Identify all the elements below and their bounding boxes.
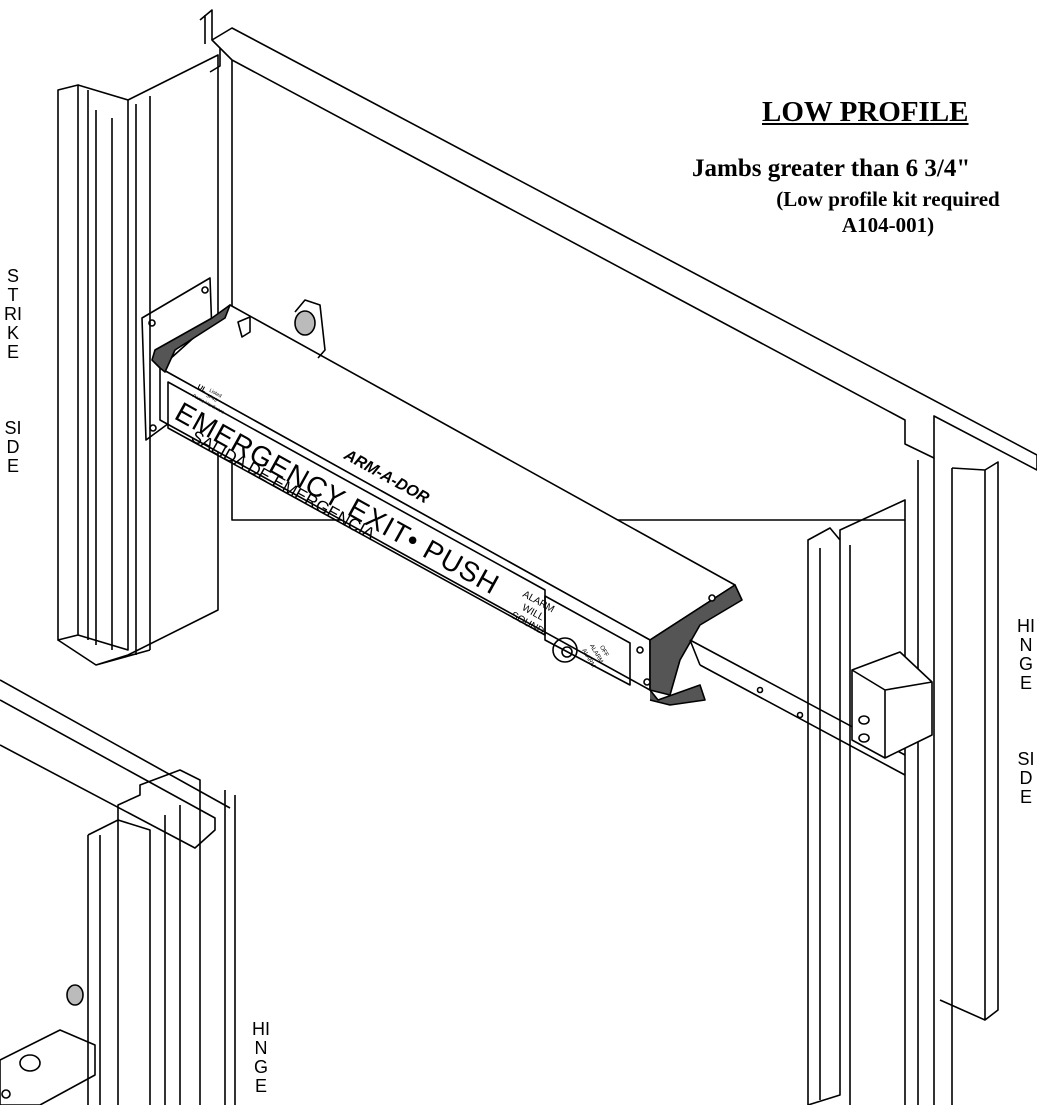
device-ul-mark: UL [196, 384, 208, 395]
strike-jamb-face [77, 84, 129, 651]
device-end-cap-bracket [649, 684, 706, 706]
inset-header [0, 699, 216, 849]
note-line-2: A104-001) [841, 213, 935, 237]
diagram-title: LOW PROFILE [762, 96, 969, 128]
top-stop [199, 9, 213, 44]
hinge-jamb-return [939, 461, 999, 1021]
back-wall-outline [231, 60, 905, 521]
inset-bracket [0, 1029, 96, 1105]
hinge-bracket [851, 651, 933, 759]
strike-jamb-stop [87, 90, 113, 650]
hinge-jamb-stop [917, 458, 953, 1105]
device-key-panel [544, 595, 631, 686]
key-label-3: OFF [598, 645, 609, 659]
hinge-jamb-face [839, 499, 906, 1105]
inset-jamb [87, 819, 119, 1105]
strike-jamb [57, 84, 79, 641]
strike-jamb-side-inner [135, 96, 151, 655]
device-listing-1: Listed [208, 388, 223, 400]
device-listing-2: 3F43 [205, 393, 218, 404]
strike-side-label-2: SIDE [4, 418, 22, 476]
diagram-subtitle: Jambs greater than 6 3/4" [692, 155, 971, 182]
transom-header [211, 27, 1037, 471]
device-end-cap-right [649, 584, 743, 696]
diagram-note: (Low profile kit required A104-001) [738, 186, 1037, 238]
device-end-cap-left [151, 304, 231, 373]
mounting-post [294, 310, 316, 336]
inset-hinge-label: HINGE [252, 1019, 270, 1096]
strike-side-label-1: STRIKE [4, 266, 22, 362]
hinge-side-label-2: SIDE [1017, 749, 1035, 807]
strike-jamb-bottom [57, 639, 151, 666]
note-line-1: (Low profile kit required [776, 187, 1000, 211]
hinge-jamb [807, 527, 841, 1105]
transom-inner-edge [209, 48, 221, 73]
inset-post [66, 984, 84, 1006]
hinge-side-label-1: HINGE [1017, 616, 1035, 693]
